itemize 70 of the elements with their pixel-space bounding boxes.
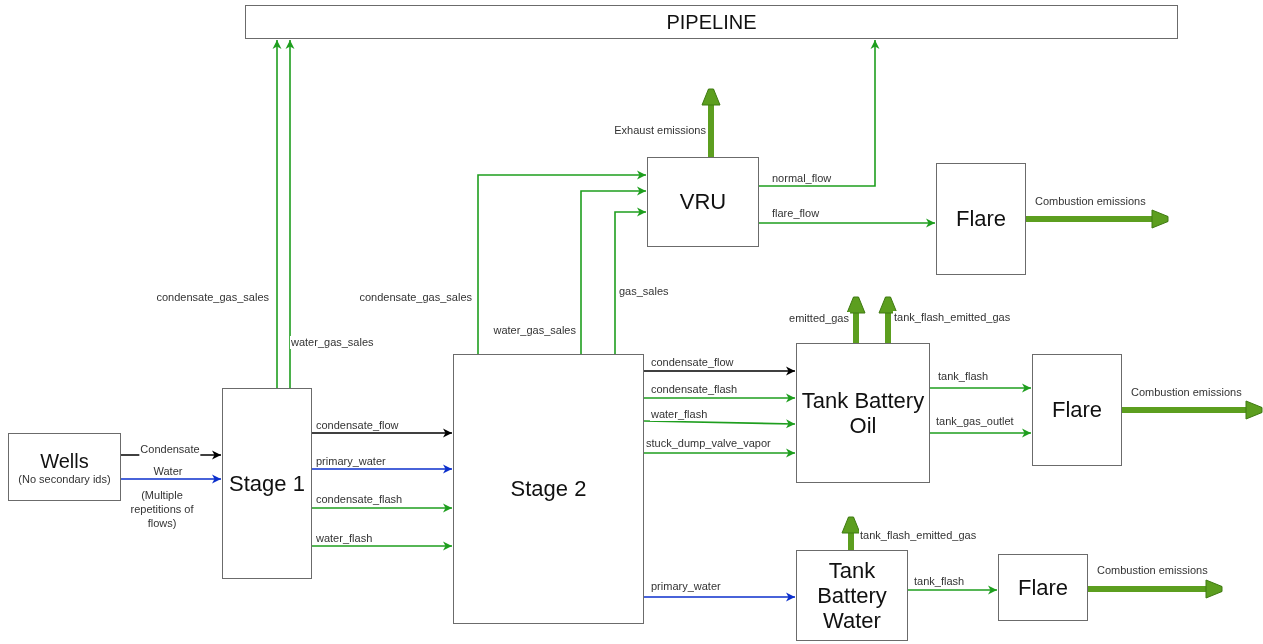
flow-arrow (643, 419, 796, 429)
node-title: Stage 2 (510, 476, 587, 502)
flare-box (1032, 354, 1122, 466)
edge-label: stuck_dump_valve_vapor (645, 437, 772, 450)
flow-arrow (929, 428, 1032, 438)
node-title: Flare (1051, 397, 1103, 423)
edge-label: condensate_gas_sales (358, 291, 473, 304)
edge-label: tank_gas_outlet (935, 415, 1015, 428)
edge-label: tank_flash_emitted_gas (859, 529, 978, 542)
flow-arrow (272, 39, 282, 389)
edge-label: Combustion emissions (1130, 386, 1243, 399)
flow-arrow (929, 383, 1032, 393)
flow-arrow (311, 541, 453, 551)
edge-label: condensate_flash (650, 383, 739, 396)
tank-box (796, 550, 908, 641)
flow-arrow (285, 39, 295, 389)
edge-label: normal_flow (771, 172, 833, 185)
edge-label: flare_flow (771, 207, 821, 220)
node-title: VRU (679, 189, 727, 215)
node-subtitle: (No secondary ids) (18, 472, 111, 485)
edge-label: water_flash (650, 408, 709, 421)
node-title: Flare (955, 206, 1007, 232)
flow-arrow (311, 428, 453, 438)
edge-label: Water (152, 465, 184, 478)
edge-label: Combustion emissions (1096, 564, 1209, 577)
flow-arrow (120, 474, 222, 484)
flow-arrow (758, 39, 880, 187)
edge-label: condensate_flash (315, 493, 404, 506)
edge-label: emitted_gas (788, 312, 850, 325)
edge-label: gas_sales (618, 285, 670, 298)
flow-arrow (758, 218, 936, 228)
edge-label: Condensate (139, 443, 201, 456)
flow-arrow (311, 464, 453, 474)
flow-arrow (643, 366, 796, 376)
edge-label: tank_flash_emitted_gas (893, 311, 1012, 324)
flare-box (998, 554, 1088, 621)
node-title: Wells (40, 449, 89, 473)
pipeline-box (245, 5, 1178, 39)
node-title: Flare (1017, 574, 1069, 601)
edge-label: condensate_flow (650, 356, 735, 369)
edge-label: primary_water (650, 580, 722, 593)
tank-box (796, 343, 930, 483)
edge-label: water_gas_sales (492, 324, 577, 337)
node-title: PIPELINE (666, 10, 757, 34)
flow-arrow (907, 585, 998, 595)
node-title: Tank Battery Water (816, 557, 888, 634)
edge-label: Combustion emissions (1034, 195, 1147, 208)
edge-label: water_gas_sales (290, 336, 375, 349)
flow-arrow (643, 448, 796, 458)
edge-label: water_flash (315, 532, 374, 545)
edge-label: tank_flash (937, 370, 990, 383)
flow-arrow (614, 207, 647, 355)
edge-label: Exhaust emissions (613, 124, 707, 137)
flare-box (936, 163, 1026, 275)
source-box (8, 433, 121, 501)
note-text: (Multiple repetitions of flows) (130, 488, 194, 530)
flow-arrow (311, 503, 453, 513)
node-title: Tank Battery Oil (800, 387, 926, 439)
flow-arrow (477, 170, 647, 355)
process-box (647, 157, 759, 247)
edge-label: primary_water (315, 455, 387, 468)
process-box (453, 354, 644, 624)
flow-arrow (643, 592, 796, 602)
node-title: Stage 1 (229, 470, 305, 497)
edge-label: condensate_flow (315, 419, 400, 432)
edge-label: condensate_gas_sales (155, 291, 270, 304)
process-box (222, 388, 312, 579)
flow-arrow (643, 393, 796, 403)
edge-label: tank_flash (913, 575, 966, 588)
flow-arrow (580, 186, 647, 355)
